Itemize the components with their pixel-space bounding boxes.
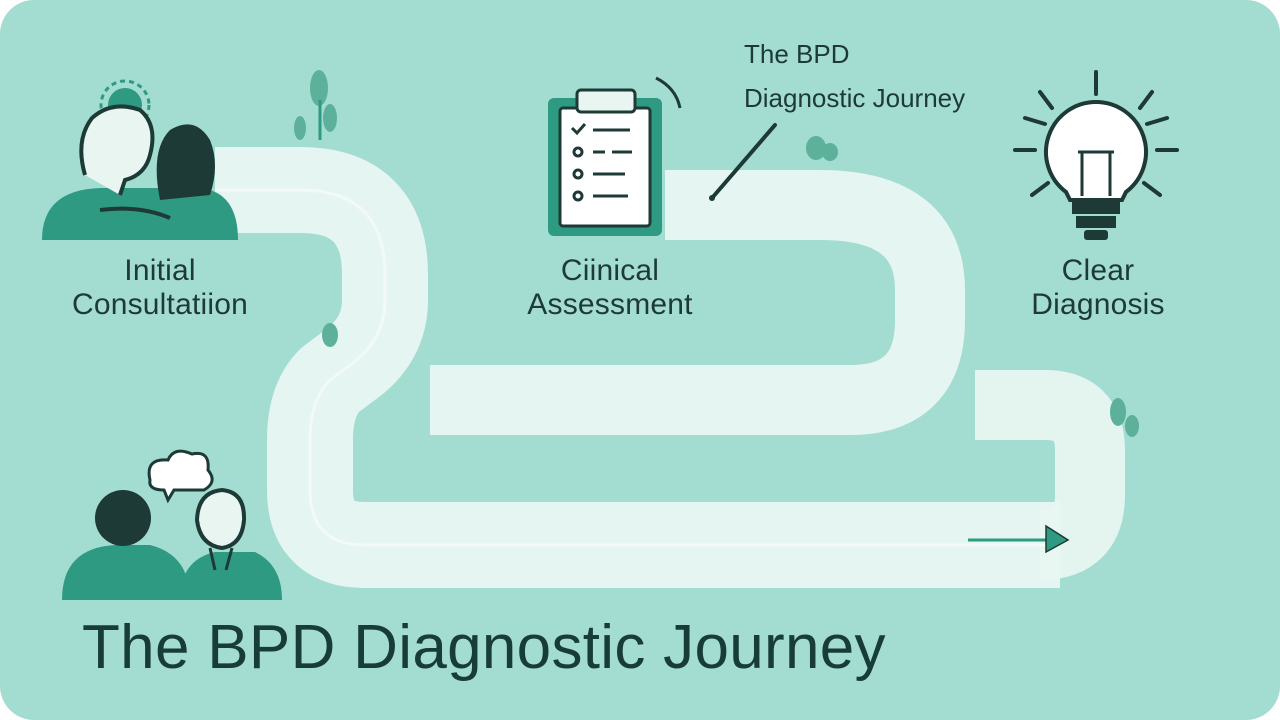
step-label-line2: Assessment: [527, 288, 693, 321]
annotation-text: The BPD Diagnostic Journey: [744, 32, 965, 120]
step-label-line2: Diagnosis: [1031, 288, 1165, 321]
annotation-pointer: [709, 123, 777, 201]
journey-path: [215, 147, 1125, 588]
step-clear-diagnosis-label: Clear Diagnosis: [968, 254, 1228, 322]
step-label-line2: Consultatiion: [71, 288, 249, 321]
step-label-line1: Clear: [1061, 254, 1135, 287]
clipboard-checklist-icon: [548, 76, 682, 236]
annotation-line2: Diagnostic Journey: [744, 83, 966, 113]
arrow-right-icon: [968, 524, 1070, 554]
page-title: The BPD Diagnostic Journey: [82, 613, 886, 682]
lightbulb-icon: [1013, 70, 1179, 240]
speech-bubble-people-icon: [62, 449, 282, 600]
step-clinical-assessment-label: Ciinical Assessment: [480, 254, 740, 322]
annotation-line1: The BPD: [744, 39, 850, 69]
step-label-line1: Initial: [124, 254, 196, 287]
consultation-people-icon: [42, 79, 238, 240]
step-label-line1: Ciinical: [560, 254, 660, 287]
plant-icon: [294, 70, 1139, 437]
step-initial-consultation-label: Initial Consultatiion: [30, 254, 290, 322]
